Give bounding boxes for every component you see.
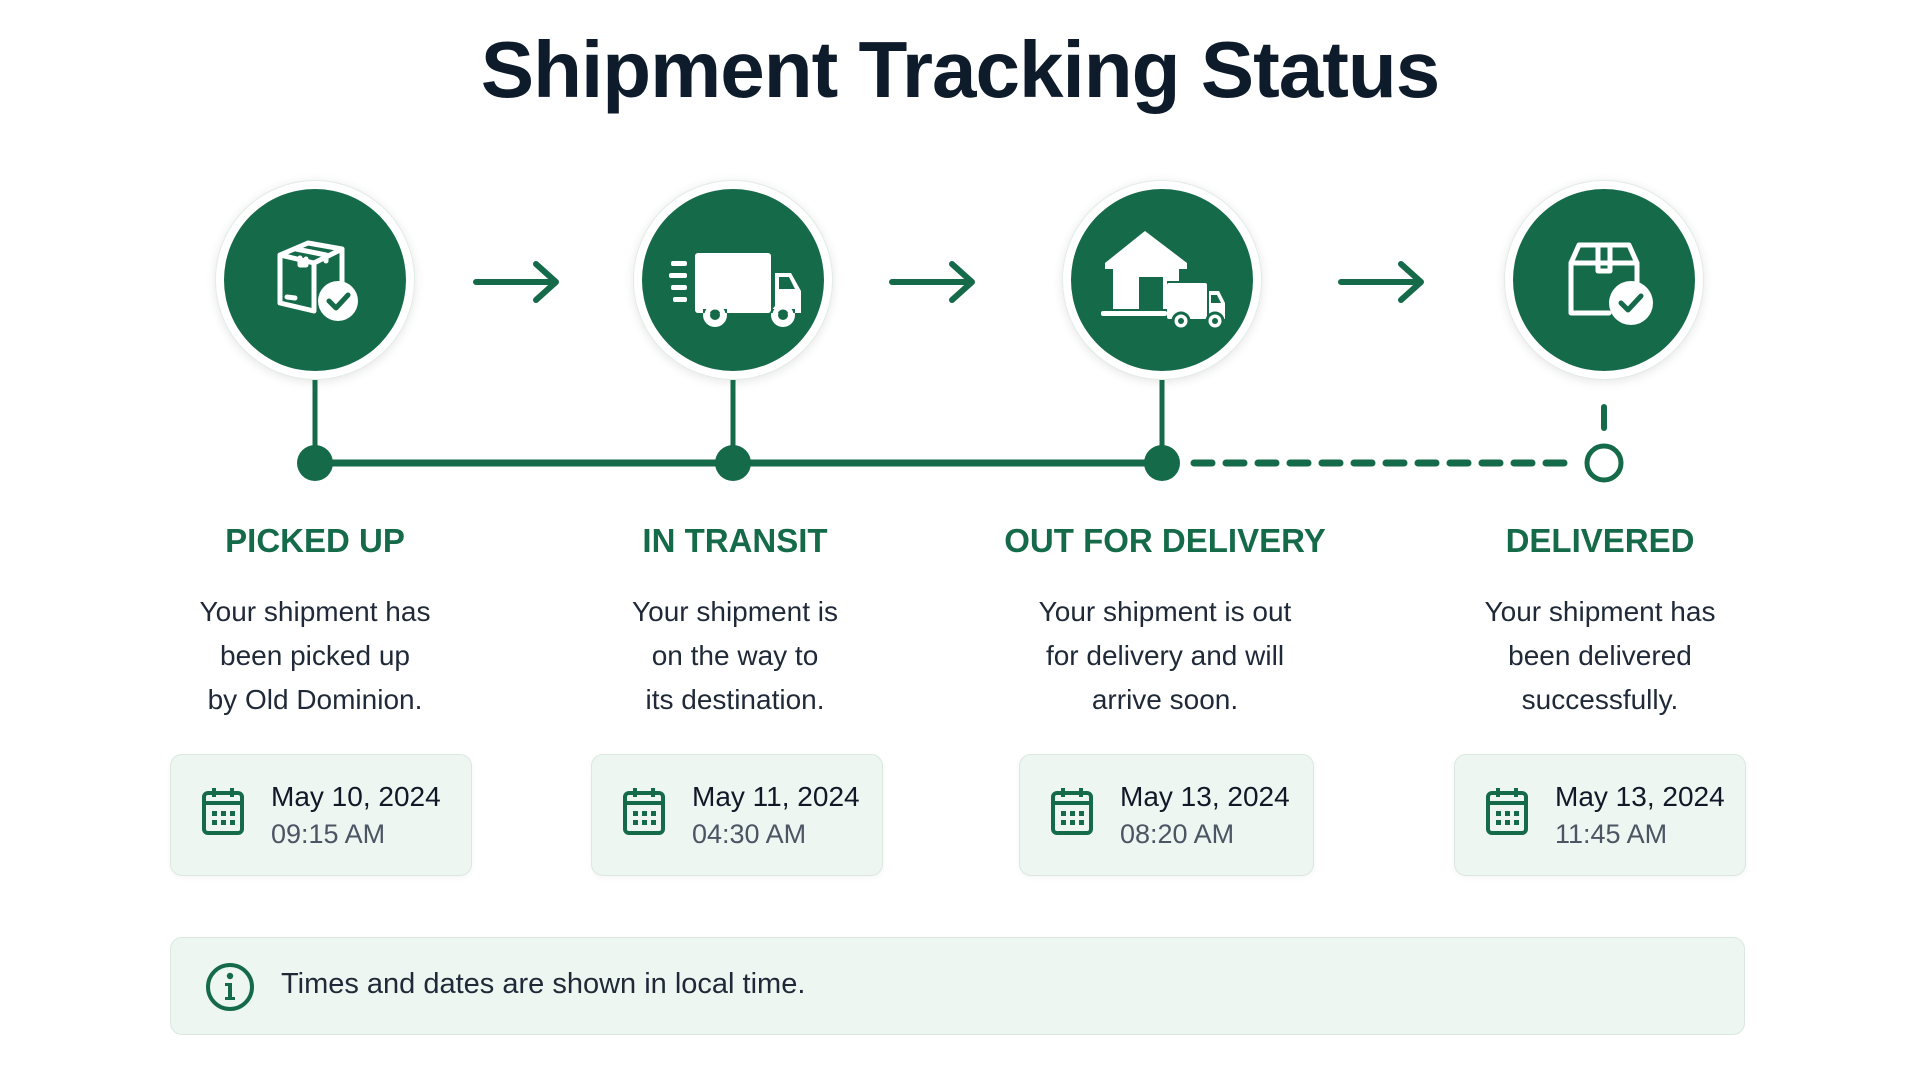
timeline-dot-out-for-delivery — [1144, 445, 1180, 481]
step-label: IN TRANSIT — [642, 522, 828, 559]
house-truck-icon — [1101, 231, 1225, 331]
date-card-out-for-delivery: May 13, 2024 08:20 AM — [1019, 754, 1314, 876]
date-card-in-transit: May 11, 2024 04:30 AM — [591, 754, 883, 876]
event-date: May 13, 2024 — [1555, 781, 1725, 812]
page-title: Shipment Tracking Status — [480, 25, 1440, 114]
description-line: been delivered — [1508, 640, 1692, 671]
timezone-notice: Times and dates are shown in local time. — [170, 937, 1745, 1035]
description-line: arrive soon. — [1091, 684, 1239, 715]
calendar-icon — [202, 788, 244, 835]
event-date: May 10, 2024 — [271, 781, 441, 812]
notice-text: Times and dates are shown in local time. — [281, 968, 806, 1000]
truck-moving-icon — [669, 253, 801, 327]
info-icon — [206, 963, 254, 1011]
arrow-right-icon — [473, 261, 559, 303]
step-label: OUT FOR DELIVERY — [1004, 522, 1326, 559]
description-line: its destination. — [645, 684, 825, 715]
description-line: by Old Dominion. — [207, 684, 423, 715]
event-time: 11:45 AM — [1555, 819, 1668, 849]
box-delivered-icon — [1568, 242, 1653, 325]
package-check-icon — [277, 240, 358, 321]
calendar-icon — [1486, 788, 1528, 835]
timeline-dot-in-transit — [715, 445, 751, 481]
description-line: successfully. — [1521, 684, 1679, 715]
description-line: been picked up — [220, 640, 410, 671]
timeline-dot-delivered — [1584, 443, 1624, 483]
step-description: Your shipment has been delivered success… — [1380, 590, 1820, 722]
step-icon-delivered — [1504, 180, 1704, 380]
arrow-right-icon — [1338, 261, 1424, 303]
date-card-picked-up: May 10, 2024 09:15 AM — [170, 754, 472, 876]
timeline-dot-picked-up — [297, 445, 333, 481]
step-description: Your shipment is on the way to its desti… — [515, 590, 955, 722]
event-date: May 11, 2024 — [692, 781, 860, 812]
event-time: 04:30 AM — [692, 819, 807, 849]
step-icon-in-transit — [633, 180, 833, 380]
step-description: Your shipment is out for delivery and wi… — [945, 590, 1385, 722]
calendar-icon — [1051, 788, 1093, 835]
event-time: 08:20 AM — [1120, 819, 1235, 849]
description-line: on the way to — [651, 640, 819, 671]
step-icon-picked-up — [215, 180, 415, 380]
step-label: DELIVERED — [1505, 522, 1695, 559]
step-label: PICKED UP — [225, 522, 405, 559]
description-line: Your shipment is out — [1038, 596, 1292, 627]
description-line: Your shipment has — [199, 596, 431, 627]
description-line: Your shipment is — [632, 596, 838, 627]
arrow-right-icon — [889, 261, 975, 303]
date-card-delivered: May 13, 2024 11:45 AM — [1454, 754, 1746, 876]
event-date: May 13, 2024 — [1120, 781, 1290, 812]
description-line: for delivery and will — [1045, 640, 1285, 671]
step-description: Your shipment has been picked up by Old … — [95, 590, 535, 722]
step-icon-out-for-delivery — [1062, 180, 1262, 380]
calendar-icon — [623, 788, 665, 835]
event-time: 09:15 AM — [271, 819, 386, 849]
description-line: Your shipment has — [1484, 596, 1716, 627]
